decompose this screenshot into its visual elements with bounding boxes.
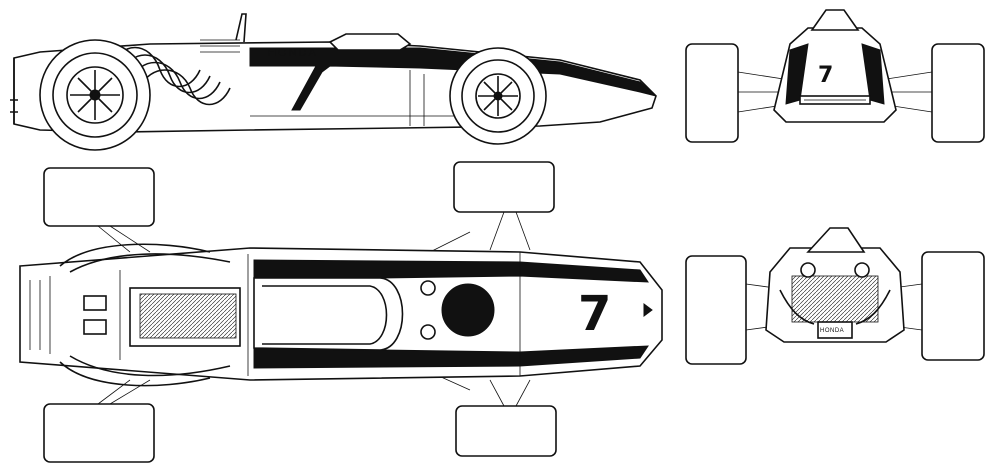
top-fuel-filler — [441, 283, 495, 337]
front-suspension — [737, 71, 933, 113]
side-roll-hoop — [235, 13, 247, 43]
top-wheel-front-right — [455, 405, 557, 457]
top-cockpit — [253, 277, 404, 351]
front-wheel-right — [931, 43, 985, 143]
top-wheel-front-left — [453, 161, 555, 213]
side-stripe — [249, 47, 657, 111]
front-race-number: 7 — [818, 63, 833, 88]
side-brand-label: HONDA — [268, 47, 318, 59]
side-front-wheel — [449, 47, 547, 145]
rear-roll-hoop — [806, 227, 866, 253]
rear-wheel-left — [685, 255, 747, 365]
top-stripe-lower — [253, 345, 649, 369]
front-wheel-left — [685, 43, 739, 143]
top-race-number: 7 — [578, 286, 611, 342]
top-engine-bay — [29, 243, 249, 387]
top-wheel-rear-right — [43, 403, 155, 463]
side-rear-end — [10, 58, 18, 124]
rear-view: HONDA — [685, 227, 985, 365]
rear-wheel-right — [921, 251, 985, 361]
rear-engine-detail — [779, 262, 891, 339]
front-view: 7 — [685, 9, 985, 143]
top-wheel-rear-left — [43, 167, 155, 227]
rear-brand-label: HONDA — [820, 328, 844, 334]
side-rear-wheel — [39, 39, 151, 151]
top-view: 7 — [19, 161, 663, 463]
front-roll-hoop — [810, 9, 860, 31]
top-suspension — [97, 211, 531, 407]
side-view: HONDA — [10, 13, 657, 151]
side-windscreen — [328, 33, 412, 51]
